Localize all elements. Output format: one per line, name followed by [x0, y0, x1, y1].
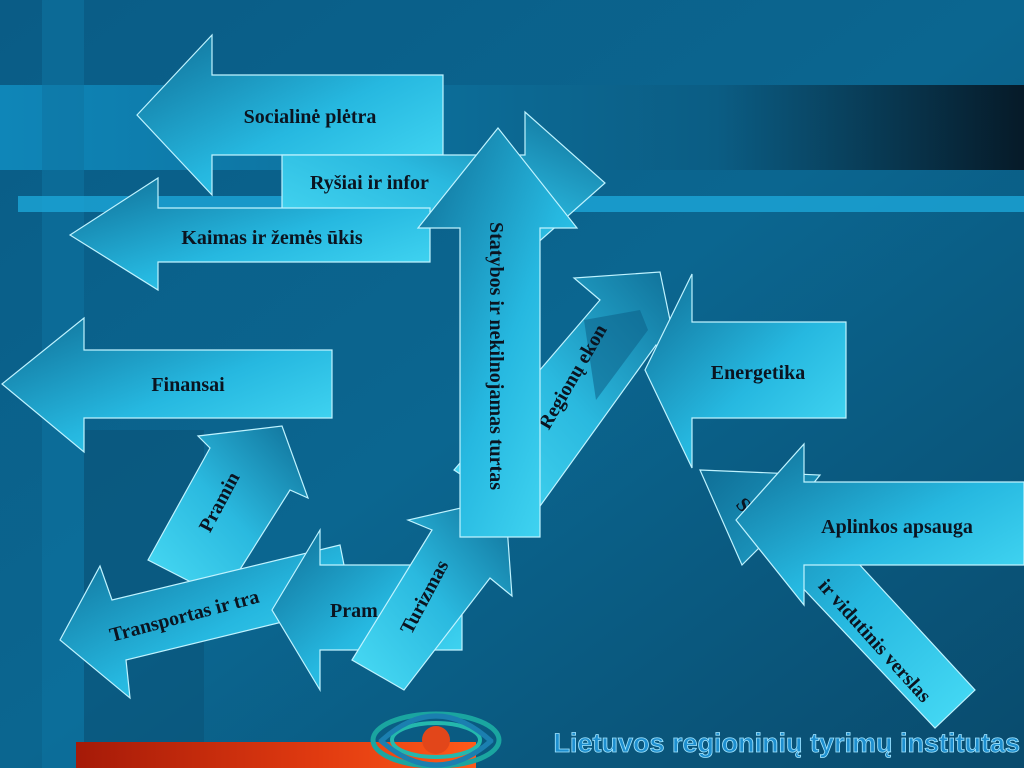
arrow-label-pramone: Pram: [330, 600, 378, 622]
arrow-statybos: Statybos ir nekilnojamas turtas: [416, 127, 579, 538]
arrow-aplinkos-apsauga: Aplinkos apsauga: [735, 442, 1024, 607]
institute-logo-icon: [370, 711, 502, 768]
arrow-label-aplinkos: Aplinkos apsauga: [821, 516, 973, 538]
arrow-kaimas-ir-zemes-ukis: Kaimas ir žemės ūkis: [68, 176, 431, 292]
institute-name: Lietuvos regioninių tyrimų institutas: [553, 728, 1020, 758]
arrow-label-socialine-pletra: Socialinė plėtra: [244, 106, 377, 128]
arrow-energetika: Energetika: [644, 273, 847, 469]
arrow-label-statybos: Statybos ir nekilnojamas turtas: [485, 222, 507, 490]
arrow-pramine: Pramin: [147, 425, 310, 599]
arrow-finansai: Finansai: [1, 316, 333, 454]
arrow-label-finansai: Finansai: [151, 374, 225, 396]
arrow-label-energetika: Energetika: [711, 362, 805, 384]
arrow-label-rysiai: Ryšiai ir infor: [310, 172, 429, 194]
arrow-label-kaimas: Kaimas ir žemės ūkis: [181, 227, 363, 249]
